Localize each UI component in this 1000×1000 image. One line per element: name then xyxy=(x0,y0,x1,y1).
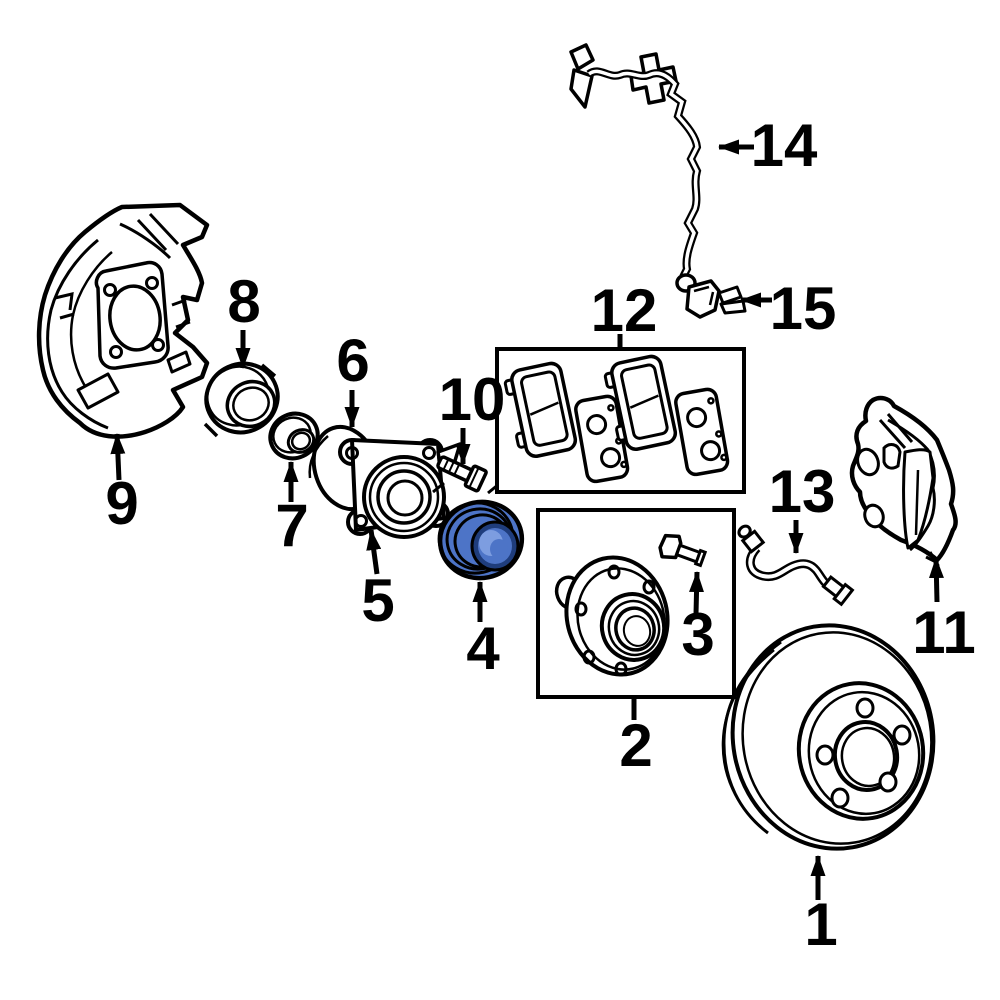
callout-label-6: 6 xyxy=(336,327,369,394)
callout-label-8: 8 xyxy=(227,268,260,335)
callout-label-7: 7 xyxy=(275,492,308,559)
callout-label-4: 4 xyxy=(466,615,500,682)
callout-label-9: 9 xyxy=(105,470,138,537)
wheel-bearing xyxy=(203,361,280,438)
callout-label-2: 2 xyxy=(619,712,652,779)
hub-stud xyxy=(432,455,500,495)
callout-label-13: 13 xyxy=(769,458,836,525)
callout-arrows xyxy=(110,139,944,900)
hub-assembly xyxy=(554,555,670,677)
hub-assembly-box xyxy=(536,508,736,699)
grease-cap-highlighted xyxy=(437,499,525,581)
brake-dust-shield xyxy=(36,202,210,439)
brake-caliper xyxy=(849,395,958,566)
callout-label-11: 11 xyxy=(912,599,975,666)
callout-label-3: 3 xyxy=(681,601,714,668)
callout-arrow-3 xyxy=(689,571,705,615)
grease-seal xyxy=(268,411,320,461)
hub-bolt xyxy=(658,533,708,568)
brake-hose xyxy=(737,524,855,607)
callout-label-15: 15 xyxy=(770,275,837,342)
callout-label-14: 14 xyxy=(751,112,818,179)
callout-arrow-11 xyxy=(928,557,944,603)
brake-rotor xyxy=(721,623,936,851)
callout-arrow-5 xyxy=(366,529,382,575)
callout-label-10: 10 xyxy=(439,366,506,433)
callout-arrow-9 xyxy=(110,433,126,481)
wire-clamp-connector xyxy=(685,279,747,319)
brake-pad xyxy=(503,361,630,484)
brake-pad xyxy=(603,354,730,477)
callout-label-5: 5 xyxy=(361,567,394,634)
callout-labels: 1 2 3 4 5 6 7 8 9 10 11 12 13 14 15 xyxy=(105,112,975,958)
abs-speed-sensor-wire xyxy=(569,43,702,293)
steering-knuckle-hub xyxy=(338,438,462,539)
brake-pad-set-box xyxy=(495,347,746,494)
callout-label-1: 1 xyxy=(804,891,837,958)
callout-label-12: 12 xyxy=(591,277,658,344)
